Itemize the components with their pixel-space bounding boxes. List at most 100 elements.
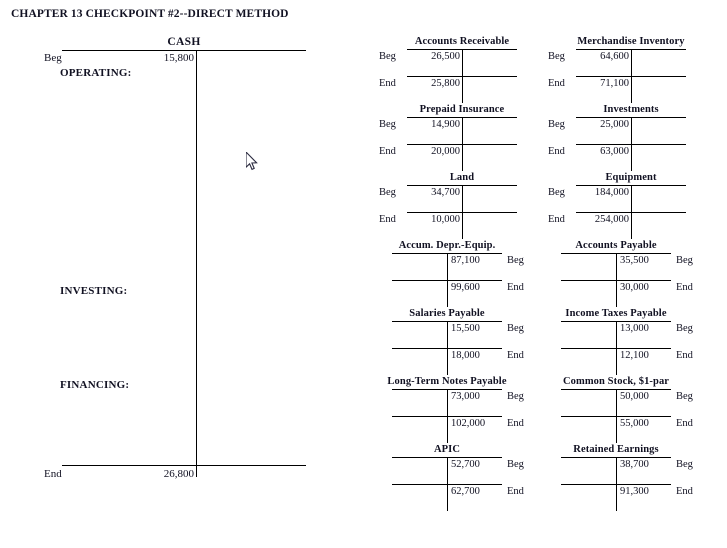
cash-beginning-balance: 15,800	[163, 52, 194, 64]
cash-beginning-label: Beg	[44, 52, 62, 64]
t-account-end-balance: 18,000	[451, 350, 480, 361]
t-account-center-divider	[616, 457, 617, 511]
t-account-end-label: End	[507, 350, 524, 361]
t-account-beg-label: Beg	[676, 391, 693, 402]
t-account-center-divider	[616, 321, 617, 375]
t-account-center-divider	[616, 389, 617, 443]
t-account-title: Salaries Payable	[409, 308, 485, 319]
t-account-center-divider	[616, 253, 617, 307]
t-account-title: Retained Earnings	[573, 444, 659, 455]
t-account-title: Investments	[603, 104, 659, 115]
cash-ending-balance: 26,800	[163, 468, 194, 480]
cash-section-investing: INVESTING:	[60, 285, 128, 297]
t-account-beg-balance: 64,600	[600, 51, 629, 62]
t-account-end-label: End	[507, 418, 524, 429]
cash-bottom-rule	[62, 465, 306, 466]
t-account-end-balance: 10,000	[431, 214, 460, 225]
t-account-end-label: End	[379, 214, 396, 225]
t-account-end-label: End	[548, 146, 565, 157]
t-account-end-balance: 30,000	[620, 282, 649, 293]
t-account-center-divider	[631, 49, 632, 103]
cash-section-operating: OPERATING:	[60, 67, 132, 79]
t-account-center-divider	[462, 117, 463, 171]
t-account-beg-balance: 15,500	[451, 323, 480, 334]
t-account-center-divider	[631, 117, 632, 171]
t-account-beg-label: Beg	[676, 255, 693, 266]
t-account-beg-label: Beg	[379, 51, 396, 62]
t-account-end-balance: 63,000	[600, 146, 629, 157]
t-account-end-label: End	[379, 146, 396, 157]
t-account-end-balance: 62,700	[451, 486, 480, 497]
t-account-center-divider	[447, 253, 448, 307]
t-account-beg-label: Beg	[379, 187, 396, 198]
t-account-end-balance: 20,000	[431, 146, 460, 157]
t-account-end-label: End	[548, 78, 565, 89]
t-account-end-label: End	[676, 350, 693, 361]
t-account-center-divider	[462, 185, 463, 239]
t-account-title: Prepaid Insurance	[419, 104, 505, 115]
t-account-beg-label: Beg	[548, 187, 565, 198]
t-account-title: Equipment	[605, 172, 657, 183]
t-account-beg-label: Beg	[676, 323, 693, 334]
t-account-end-balance: 91,300	[620, 486, 649, 497]
t-account-end-label: End	[548, 214, 565, 225]
t-account-beg-label: Beg	[507, 255, 524, 266]
t-account-end-balance: 12,100	[620, 350, 649, 361]
cash-t-account: CASH Beg 15,800 OPERATING: INVESTING: FI…	[44, 36, 306, 488]
t-account-end-balance: 71,100	[600, 78, 629, 89]
t-account-title: Accounts Payable	[575, 240, 657, 251]
t-account-end-label: End	[507, 282, 524, 293]
t-account-beg-label: Beg	[507, 391, 524, 402]
t-account-title: Land	[449, 172, 475, 183]
cash-center-divider	[196, 50, 197, 477]
t-account-beg-balance: 34,700	[431, 187, 460, 198]
t-account-beg-balance: 13,000	[620, 323, 649, 334]
t-account-end-label: End	[507, 486, 524, 497]
t-account-end-label: End	[676, 486, 693, 497]
t-account-end-balance: 25,800	[431, 78, 460, 89]
t-account-beg-balance: 25,000	[600, 119, 629, 130]
t-account-center-divider	[631, 185, 632, 239]
t-account-end-balance: 55,000	[620, 418, 649, 429]
t-account-title: Long-Term Notes Payable	[387, 376, 507, 387]
t-account-end-balance: 99,600	[451, 282, 480, 293]
t-account-end-label: End	[676, 282, 693, 293]
t-account-beg-balance: 35,500	[620, 255, 649, 266]
t-account-title: Accounts Receivable	[414, 36, 510, 47]
t-account-beg-label: Beg	[548, 51, 565, 62]
t-account-beg-balance: 38,700	[620, 459, 649, 470]
t-account-title: Merchandise Inventory	[577, 36, 685, 47]
t-account-beg-label: Beg	[379, 119, 396, 130]
t-account-beg-balance: 184,000	[594, 187, 629, 198]
t-account-beg-balance: 52,700	[451, 459, 480, 470]
t-account-title: Accum. Depr.-Equip.	[398, 240, 496, 251]
cash-top-rule	[62, 50, 306, 51]
t-account-end-label: End	[676, 418, 693, 429]
t-account-beg-balance: 14,900	[431, 119, 460, 130]
t-account-title: Common Stock, $1-par	[562, 376, 670, 387]
t-account-beg-label: Beg	[507, 459, 524, 470]
t-account-center-divider	[447, 457, 448, 511]
t-account-center-divider	[447, 389, 448, 443]
t-account-beg-balance: 73,000	[451, 391, 480, 402]
t-account-end-balance: 102,000	[451, 418, 486, 429]
t-account-end-label: End	[379, 78, 396, 89]
page-title: CHAPTER 13 CHECKPOINT #2--DIRECT METHOD	[11, 8, 289, 20]
t-account-beg-balance: 26,500	[431, 51, 460, 62]
t-account-beg-label: Beg	[548, 119, 565, 130]
t-account-beg-label: Beg	[507, 323, 524, 334]
